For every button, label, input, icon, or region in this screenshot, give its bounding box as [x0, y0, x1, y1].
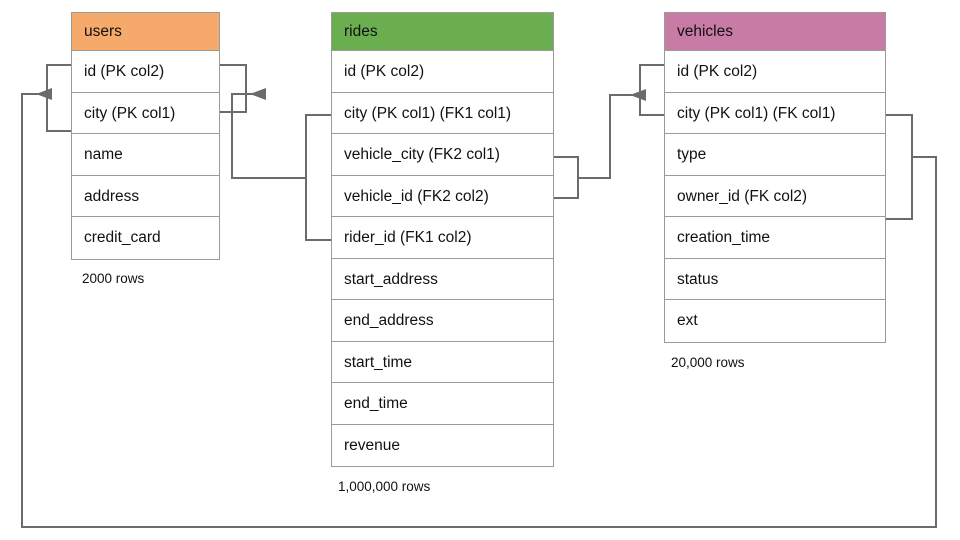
fk1-rides-to-users-link [305, 114, 331, 241]
table-rides[interactable]: rides id (PK col2) city (PK col1) (FK1 c… [331, 12, 554, 467]
fk-vehicles-arrowhead [36, 88, 52, 100]
table-vehicles[interactable]: vehicles id (PK col2) city (PK col1) (FK… [664, 12, 886, 343]
fk2-rides-right-bracket [554, 156, 579, 199]
table-rides-header: rides [332, 13, 553, 51]
table-vehicles-column-creation-time[interactable]: creation_time [665, 217, 885, 259]
table-users-header: users [72, 13, 219, 51]
table-vehicles-column-id[interactable]: id (PK col2) [665, 51, 885, 93]
table-rides-column-start-address[interactable]: start_address [332, 258, 553, 300]
table-users-column-city[interactable]: city (PK col1) [72, 92, 219, 134]
table-users[interactable]: users id (PK col2) city (PK col1) name a… [71, 12, 220, 260]
table-users-column-name[interactable]: name [72, 134, 219, 176]
users-left-bracket [46, 64, 71, 132]
table-vehicles-column-ext[interactable]: ext [665, 300, 885, 342]
table-rides-column-end-time[interactable]: end_time [332, 383, 553, 425]
fk2-arrowhead [630, 89, 646, 101]
table-rides-column-vehicle-id[interactable]: vehicle_id (FK2 col2) [332, 175, 553, 217]
table-vehicles-column-city[interactable]: city (PK col1) (FK col1) [665, 92, 885, 134]
table-rides-column-vehicle-city[interactable]: vehicle_city (FK2 col1) [332, 134, 553, 176]
table-rides-row-count: 1,000,000 rows [338, 479, 431, 494]
vehicles-left-bracket [639, 64, 664, 116]
table-users-column-address[interactable]: address [72, 175, 219, 217]
users-right-bracket [220, 64, 247, 113]
table-vehicles-column-type[interactable]: type [665, 134, 885, 176]
fk1-rides-to-users-path [231, 93, 306, 179]
table-vehicles-column-owner-id[interactable]: owner_id (FK col2) [665, 175, 885, 217]
table-vehicles-row-count: 20,000 rows [671, 355, 745, 370]
table-rides-column-city[interactable]: city (PK col1) (FK1 col1) [332, 92, 553, 134]
fk2-rides-to-vehicles-path [578, 94, 640, 179]
table-users-column-credit-card[interactable]: credit_card [72, 217, 219, 259]
table-rides-column-end-address[interactable]: end_address [332, 300, 553, 342]
fk-vehicles-right-bracket [886, 114, 913, 220]
table-rides-column-revenue[interactable]: revenue [332, 424, 553, 466]
table-users-row-count: 2000 rows [82, 271, 145, 286]
table-rides-column-rider-id[interactable]: rider_id (FK1 col2) [332, 217, 553, 259]
table-rides-column-start-time[interactable]: start_time [332, 341, 553, 383]
table-rides-column-id[interactable]: id (PK col2) [332, 51, 553, 93]
table-users-column-id[interactable]: id (PK col2) [72, 51, 219, 93]
fk1-arrowhead [250, 88, 266, 100]
table-vehicles-header: vehicles [665, 13, 885, 51]
table-vehicles-column-status[interactable]: status [665, 258, 885, 300]
